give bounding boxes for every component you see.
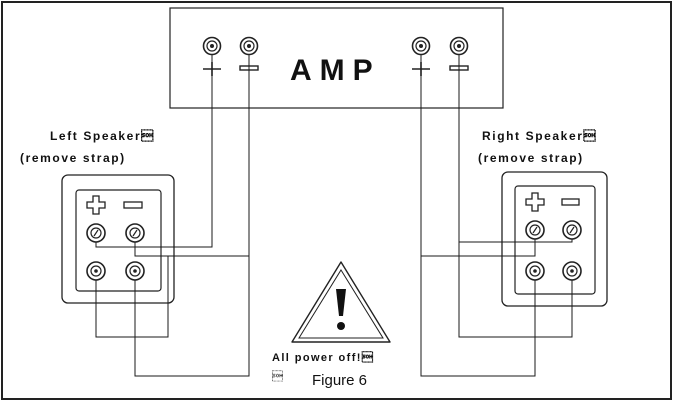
wire-right-plus: [420, 55, 536, 257]
warning-label: All power off!: [272, 351, 374, 364]
right-speaker-panel: [501, 171, 608, 307]
left-speaker-panel: [61, 174, 175, 304]
warning-triangle-icon: [291, 261, 391, 343]
right-speaker-title: Right Speaker: [482, 129, 597, 143]
plus-icon: [525, 192, 545, 212]
right-speaker-subtitle: (remove strap): [478, 151, 584, 165]
plus-icon: [86, 195, 106, 215]
minus-icon: [123, 201, 143, 209]
wire-left-bottom-plus: [95, 256, 169, 338]
amp-title: AMP: [290, 54, 381, 87]
wiring: [95, 55, 573, 377]
left-speaker-title: Left Speaker: [50, 129, 155, 143]
amp-unit: AMP: [169, 7, 504, 109]
wire-left-minus: [134, 55, 250, 257]
wire-right-bottom-minus: [458, 242, 573, 338]
wire-left-plus: [95, 55, 213, 248]
wire-right-bottom-plus: [420, 256, 536, 377]
left-speaker-subtitle: (remove strap): [20, 151, 126, 165]
wire-left-bottom-minus: [134, 256, 250, 377]
warning-extra-mark: : [272, 370, 283, 383]
amp-box: [169, 7, 504, 109]
wire-right-minus: [458, 55, 573, 243]
figure-caption: Figure 6: [312, 372, 367, 389]
minus-icon: [561, 198, 580, 206]
